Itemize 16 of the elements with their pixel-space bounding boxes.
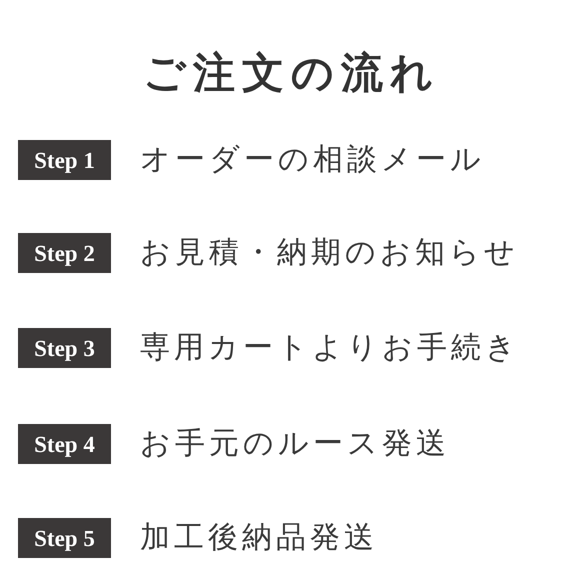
step-badge <box>18 424 111 464</box>
step-description: 専用カートよりお手続き <box>140 329 520 367</box>
step-description: お手元のルース発送 <box>140 425 450 463</box>
step-label: Step 3 <box>34 336 95 360</box>
step-badge <box>18 233 111 273</box>
step-label: Step 1 <box>34 148 95 172</box>
step-description: お見積・納期のお知らせ <box>140 234 519 272</box>
step-badge <box>18 140 111 180</box>
step-label: Step 5 <box>34 526 95 550</box>
step-badge <box>18 518 111 558</box>
step-description: オーダーの相談メール <box>140 141 485 179</box>
step-label: Step 2 <box>34 242 95 264</box>
step-badge <box>18 328 111 368</box>
title: ご注文の流れ <box>143 47 440 99</box>
step-description: 加工後納品発送 <box>140 519 378 557</box>
step-label: Step 4 <box>34 432 95 456</box>
